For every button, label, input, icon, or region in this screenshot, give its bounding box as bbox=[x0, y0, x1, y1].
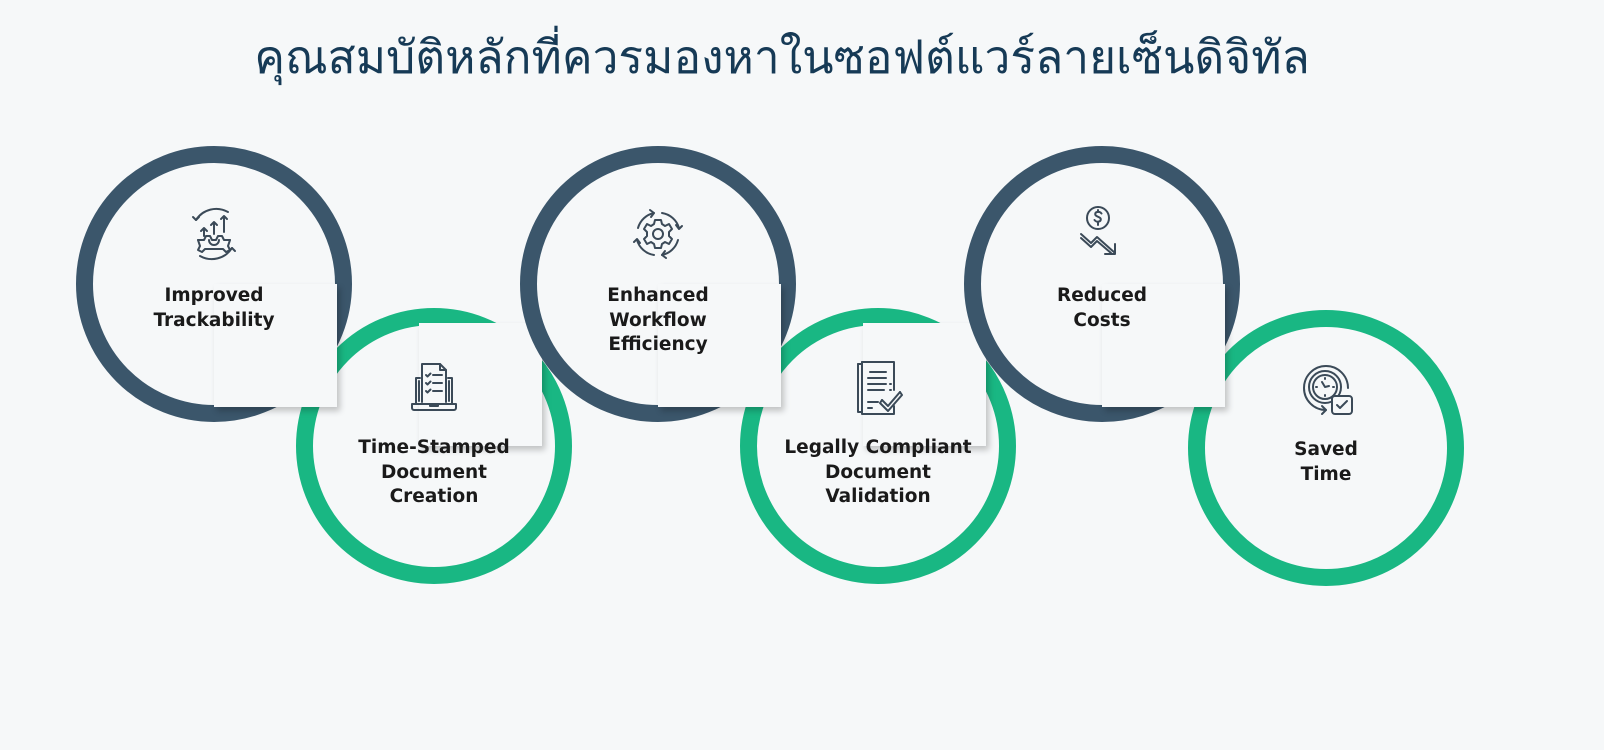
page-title: คุณสมบัติหลักที่ควรมองหาในซอฟต์แวร์ลายเซ… bbox=[254, 30, 1310, 84]
feature-label: Saved Time bbox=[1294, 439, 1358, 485]
clock-checkmark-icon bbox=[1296, 360, 1356, 420]
gear-growth-arrows-icon bbox=[184, 204, 244, 264]
corner-patch bbox=[419, 323, 542, 446]
feature-saved-time: Saved Time bbox=[1188, 310, 1464, 586]
feature-label: Enhanced Workflow Efficiency bbox=[607, 285, 709, 355]
dollar-down-trend-icon bbox=[1072, 204, 1132, 264]
feature-time-stamped-document-creation: Time-Stamped Document Creation bbox=[296, 308, 572, 584]
document-checkmark-icon bbox=[848, 358, 908, 418]
corner-patch bbox=[658, 284, 781, 407]
laptop-checklist-document-icon bbox=[404, 358, 464, 418]
feature-label: Improved Trackability bbox=[153, 285, 275, 331]
corner-patch bbox=[1102, 284, 1225, 407]
feature-legally-compliant-document-validation: Legally Compliant Document Validation bbox=[740, 308, 1016, 584]
feature-enhanced-workflow-efficiency: Enhanced Workflow Efficiency bbox=[520, 146, 796, 422]
feature-label: Legally Compliant Document Validation bbox=[784, 437, 972, 507]
feature-label: Time-Stamped Document Creation bbox=[358, 437, 510, 507]
gear-cycle-arrows-icon bbox=[628, 204, 688, 264]
feature-label: Reduced Costs bbox=[1057, 285, 1147, 331]
feature-reduced-costs: Reduced Costs bbox=[964, 146, 1240, 422]
feature-improved-trackability: Improved Trackability bbox=[76, 146, 352, 422]
corner-patch bbox=[214, 284, 337, 407]
